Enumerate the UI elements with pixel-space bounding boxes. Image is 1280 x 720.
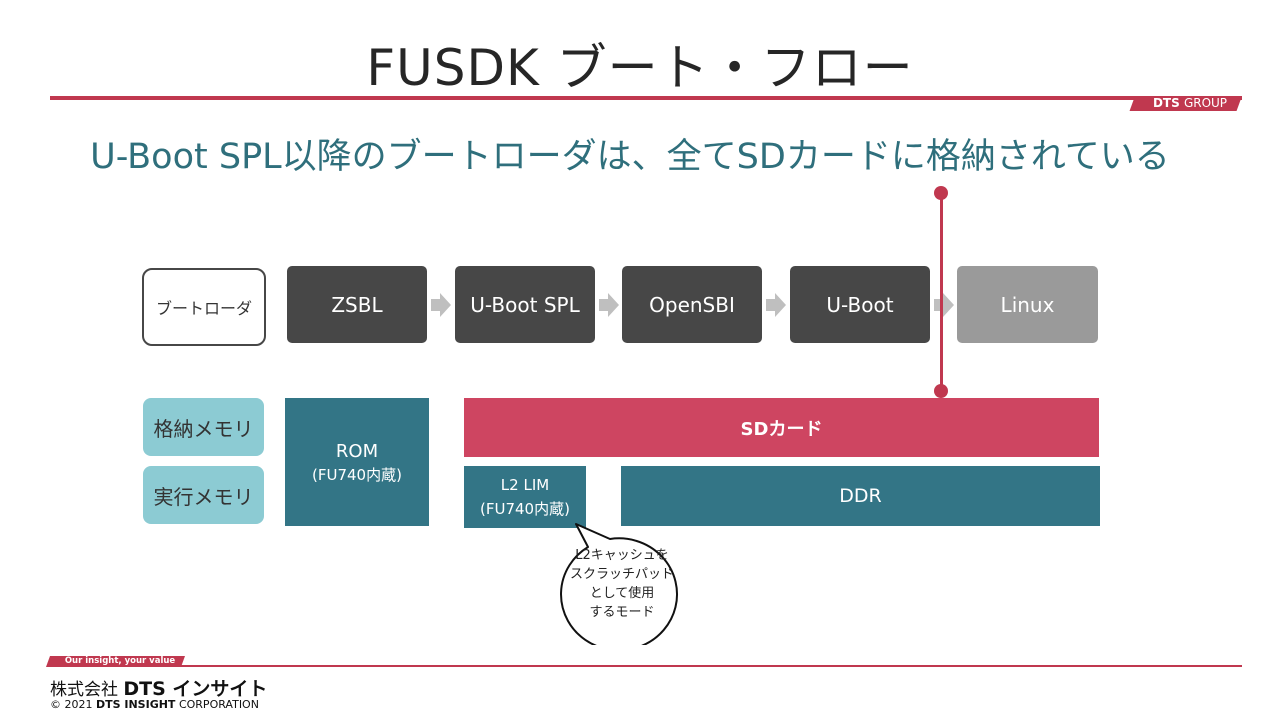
flow-arrow-icon xyxy=(599,293,619,317)
company-prefix: 株式会社 xyxy=(50,680,118,700)
flow-arrow-icon xyxy=(766,293,786,317)
company-brand: DTS インサイト xyxy=(123,678,268,700)
rom-block: ROM (FU740内蔵) xyxy=(285,398,429,526)
storage-memory-label: 格納メモリ xyxy=(143,398,264,456)
sd-card-block: SDカード xyxy=(464,398,1099,457)
callout-text: L2キャッシュを スクラッチパッド として使用 するモード xyxy=(562,546,682,622)
stage-zsbl: ZSBL xyxy=(287,266,427,343)
execution-memory-label: 実行メモリ xyxy=(143,466,264,524)
callout-line: L2キャッシュを xyxy=(575,548,669,563)
stage-linux: Linux xyxy=(957,266,1098,343)
group-tag-bold: DTS xyxy=(1152,96,1180,110)
boundary-marker-line xyxy=(940,193,943,391)
flow-arrow-icon xyxy=(431,293,451,317)
l2-lim-block: L2 LIM (FU740内蔵) xyxy=(464,466,586,528)
flow-arrow-icon xyxy=(934,293,954,317)
copyright: © 2021 DTS INSIGHT CORPORATION xyxy=(50,698,259,711)
company-name: 株式会社 DTS インサイト xyxy=(50,674,267,701)
slide-subtitle: U-Boot SPL以降のブートローダは、全てSDカードに格納されている xyxy=(90,137,1170,177)
group-tag: DTS GROUP xyxy=(1140,96,1240,111)
stage-uboot-spl: U-Boot SPL xyxy=(455,266,595,343)
footer-divider xyxy=(50,665,1242,667)
l2-lim-label: L2 LIM xyxy=(500,476,550,494)
group-tag-rest: GROUP xyxy=(1183,96,1228,110)
callout-bubble xyxy=(560,523,679,645)
callout-line: するモード xyxy=(589,605,655,620)
copyright-brand: DTS INSIGHT xyxy=(96,698,176,711)
header-divider xyxy=(50,96,1242,100)
tagline: Our insight, your value xyxy=(64,656,176,666)
l2-lim-note: (FU740内蔵) xyxy=(480,500,570,518)
bootloader-row-label: ブートローダ xyxy=(142,268,266,346)
stage-opensbi: OpenSBI xyxy=(622,266,762,343)
boundary-marker-bottom-dot xyxy=(934,384,948,398)
rom-label: ROM xyxy=(335,441,379,462)
copyright-prefix: © 2021 xyxy=(50,698,93,711)
ddr-block: DDR xyxy=(621,466,1100,526)
callout-line: スクラッチパッド xyxy=(569,567,674,582)
copyright-suffix: CORPORATION xyxy=(178,698,259,711)
rom-note: (FU740内蔵) xyxy=(312,466,402,484)
page-title: FUSDK ブート・フロー xyxy=(366,39,914,97)
callout-line: として使用 xyxy=(589,586,655,601)
boundary-marker-top-dot xyxy=(934,186,948,200)
stage-uboot: U-Boot xyxy=(790,266,930,343)
